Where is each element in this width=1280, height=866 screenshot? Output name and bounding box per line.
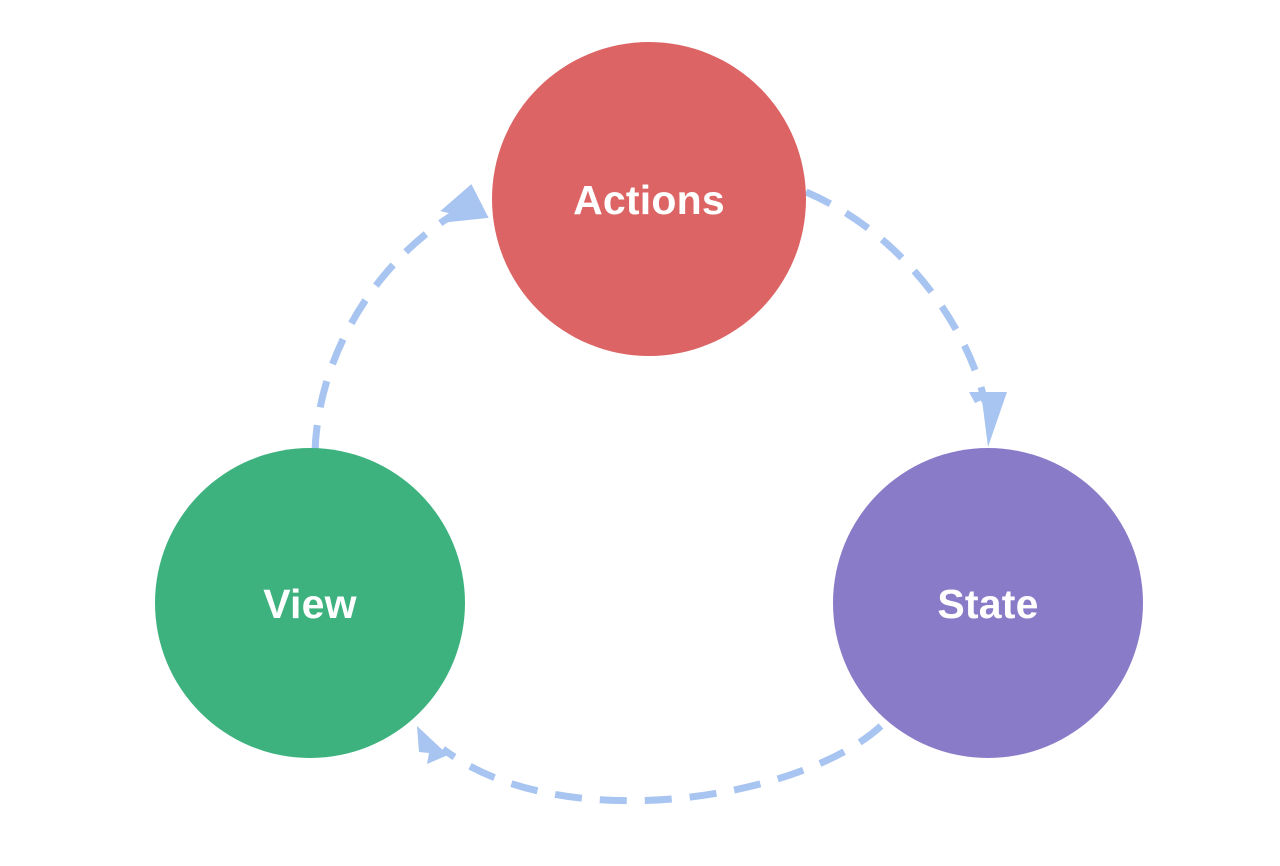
arrowheads-group xyxy=(417,184,1007,764)
node-view[interactable]: View xyxy=(155,448,465,758)
node-view-label: View xyxy=(263,581,357,627)
node-state-circle[interactable] xyxy=(833,448,1143,758)
connectors-group xyxy=(311,188,989,805)
arrowhead-into-actions-icon xyxy=(440,184,489,223)
node-actions-label: Actions xyxy=(573,177,725,223)
node-actions-circle[interactable] xyxy=(492,42,806,356)
edge-state-to-view xyxy=(440,723,884,805)
node-state-label: State xyxy=(937,581,1038,627)
node-state[interactable]: State xyxy=(833,448,1143,758)
node-actions[interactable]: Actions xyxy=(492,42,806,356)
arrowhead-into-state-icon xyxy=(969,392,1007,447)
edge-view-to-actions xyxy=(311,202,470,453)
edge-actions-to-state xyxy=(804,188,989,403)
arrowhead-into-view-icon xyxy=(417,726,448,764)
node-view-circle[interactable] xyxy=(155,448,465,758)
